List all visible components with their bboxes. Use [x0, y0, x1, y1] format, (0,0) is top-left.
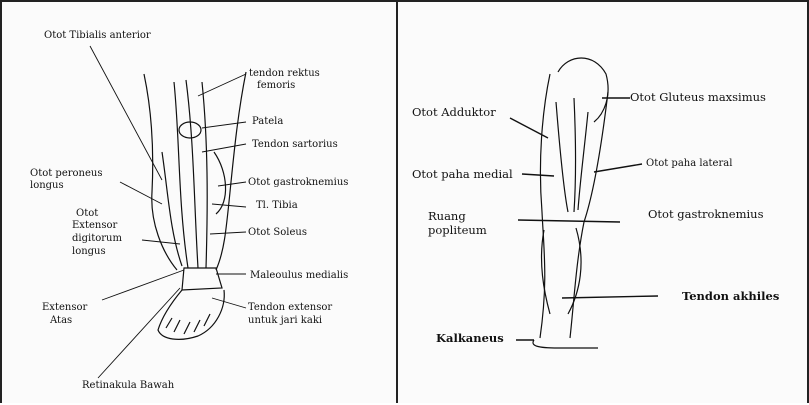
label-ruang-2: popliteum: [428, 224, 487, 237]
label-extensor-3: digitorum: [72, 233, 122, 245]
label-maleoulus: Maleoulus medialis: [250, 270, 348, 282]
leader-patela: [202, 122, 246, 128]
label-gastroknemius-right: Otot gastroknemius: [648, 208, 763, 221]
label-gluteus: Otot Gluteus maxsimus: [630, 91, 766, 104]
leader-extensor-atas: [102, 270, 184, 300]
label-peroneus-2: longus: [30, 180, 64, 192]
label-tendon-sartorius: Tendon sartorius: [252, 139, 338, 151]
leader-ruang: [518, 220, 620, 222]
posterior-leg-panel: Otot Adduktor Otot Gluteus maxsimus Otot…: [398, 0, 809, 403]
leader-paha-lateral: [594, 164, 642, 172]
label-tibia: Tl. Tibia: [256, 200, 298, 212]
label-ruang-1: Ruang: [428, 210, 466, 223]
label-kalkaneus: Kalkaneus: [436, 332, 504, 345]
leader-tendon-extensor: [212, 298, 246, 308]
label-tendon-extensor-2: untuk jari kaki: [248, 315, 322, 327]
leader-sartorius: [202, 144, 246, 152]
label-soleus: Otot Soleus: [248, 227, 307, 239]
leader-soleus: [210, 232, 246, 234]
label-extensor-2: Extensor: [72, 220, 117, 232]
leader-gastroknemius: [218, 182, 246, 186]
label-paha-medial: Otot paha medial: [412, 168, 513, 181]
label-retinakula: Retinakula Bawah: [82, 380, 174, 392]
anterior-leg-panel: Otot Tibialis anterior tendon rektus fem…: [0, 0, 398, 403]
label-extensor-1: Otot: [76, 208, 98, 220]
leader-tibialis: [90, 46, 162, 180]
label-tendon-extensor-1: Tendon extensor: [248, 302, 332, 314]
label-patela: Patela: [252, 116, 283, 128]
leader-peroneus: [120, 182, 162, 204]
label-tendon-rektus-1: tendon rektus: [249, 68, 320, 80]
label-paha-lateral: Otot paha lateral: [646, 158, 732, 170]
leader-retinakula: [98, 288, 180, 378]
leader-rektus: [198, 74, 246, 96]
label-tendon-akhiles: Tendon akhiles: [682, 290, 779, 303]
anterior-leg-drawing: [2, 2, 400, 405]
label-extensor-4: longus: [72, 246, 106, 258]
label-peroneus-1: Otot peroneus: [30, 168, 103, 180]
label-gastroknemius: Otot gastroknemius: [248, 177, 348, 189]
label-adduktor: Otot Adduktor: [412, 106, 496, 119]
leader-tendon-akhiles: [562, 296, 658, 298]
label-extensor-atas-2: Atas: [50, 315, 72, 327]
leader-paha-medial: [522, 174, 554, 176]
label-tendon-rektus-2: femoris: [257, 80, 295, 92]
label-tibialis-anterior: Otot Tibialis anterior: [44, 30, 151, 42]
label-extensor-atas-1: Extensor: [42, 302, 87, 314]
